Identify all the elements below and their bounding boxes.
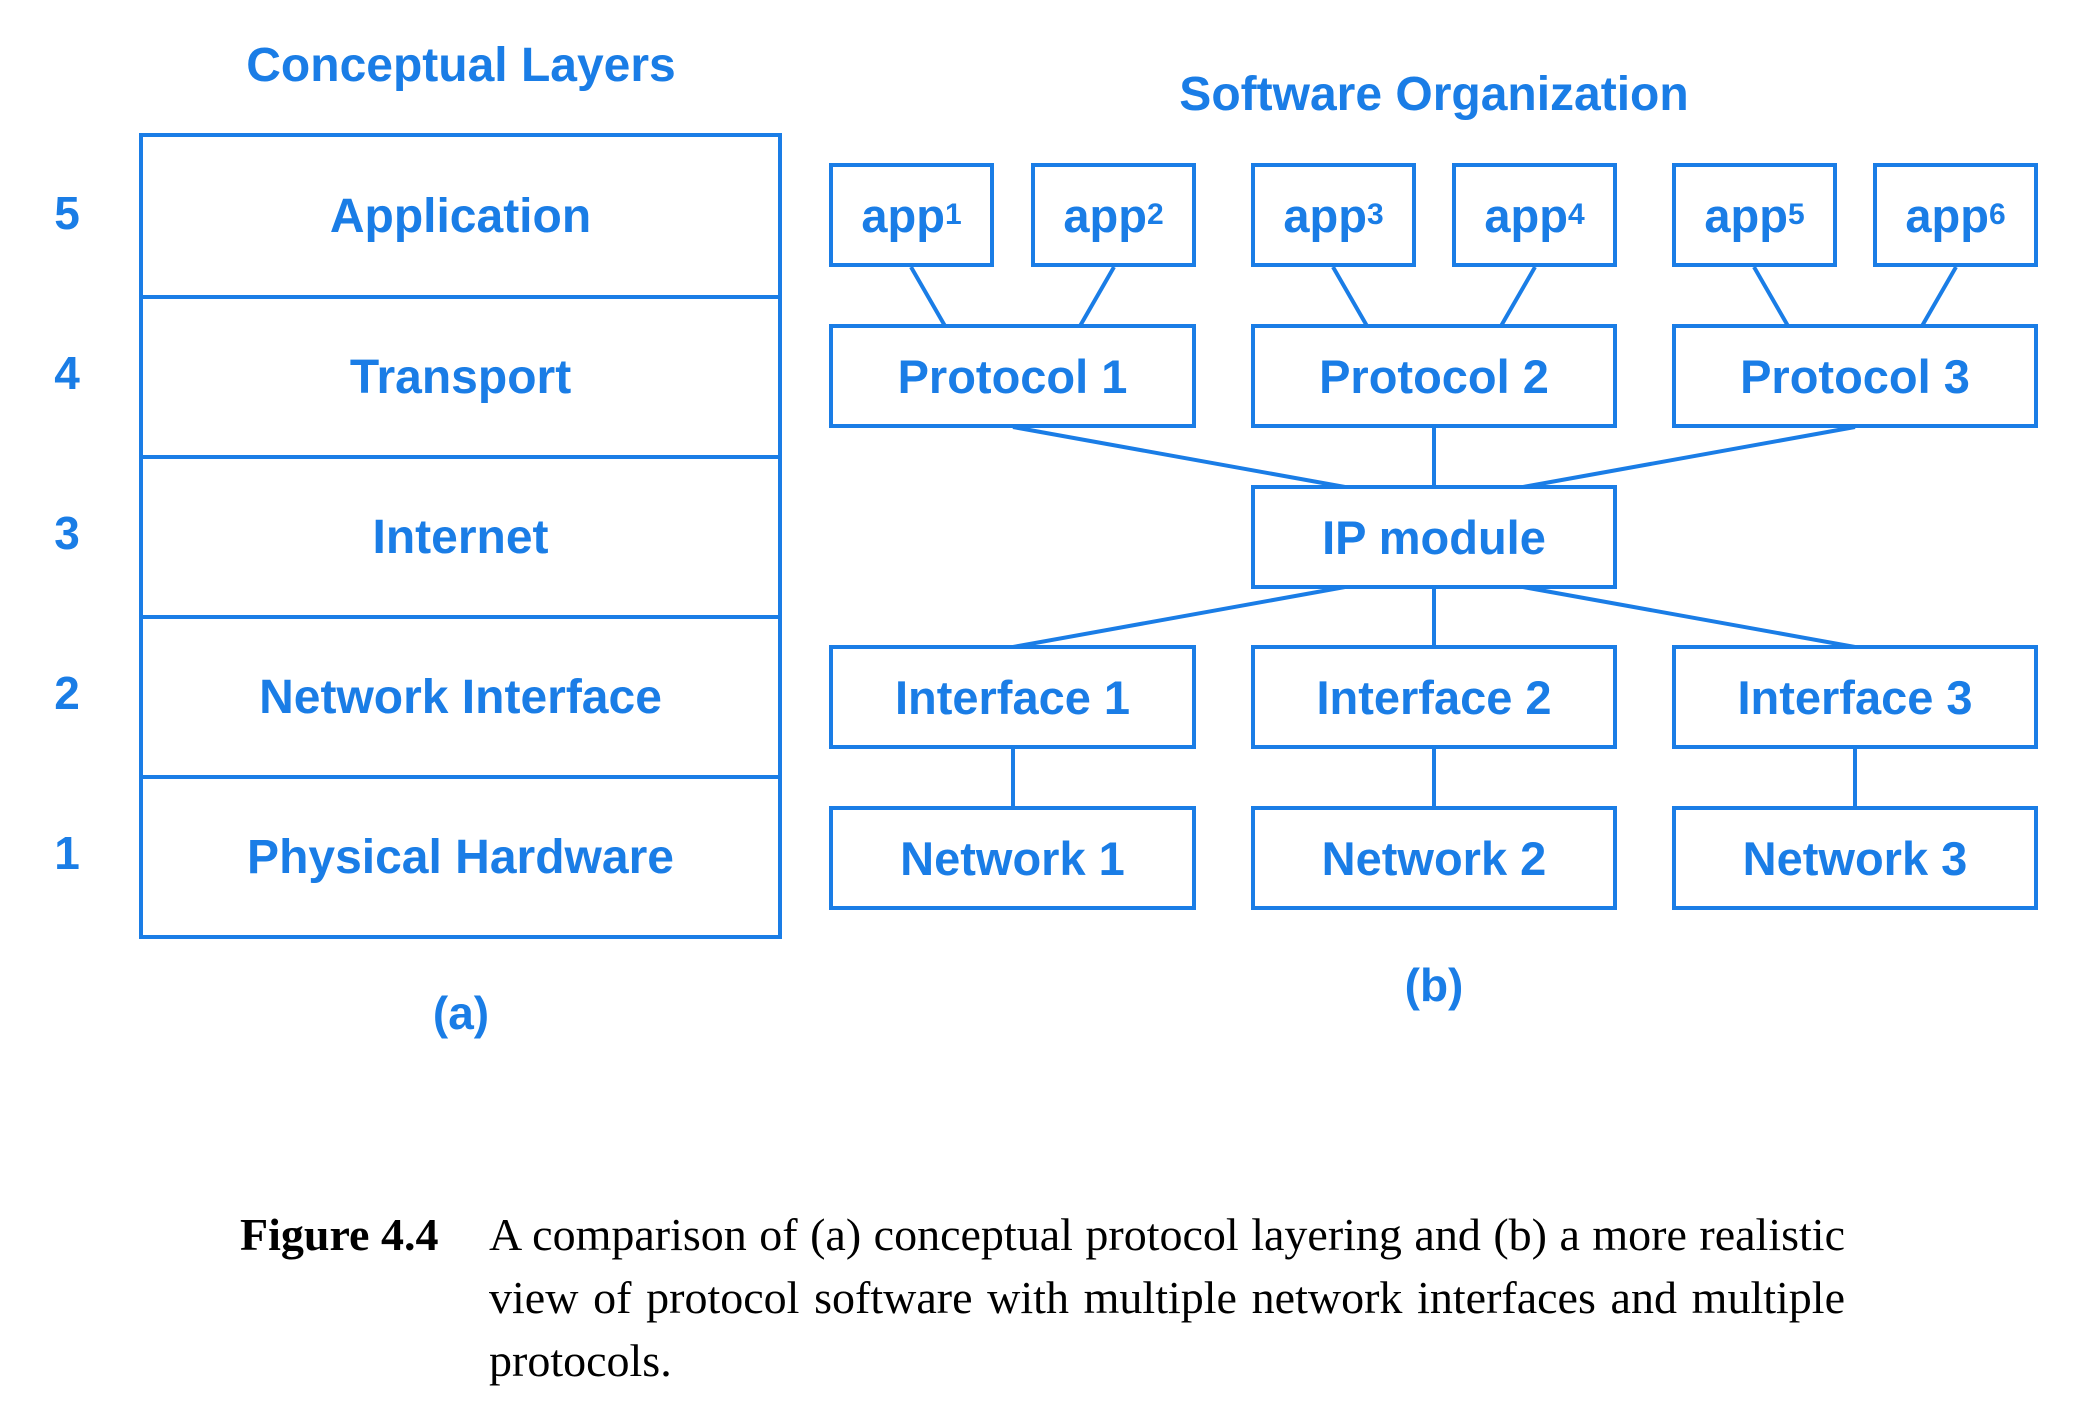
network-box-2: Network 2 bbox=[1251, 806, 1617, 910]
connector-app1-protocol1 bbox=[909, 266, 947, 327]
connector-app4-protocol2 bbox=[1499, 266, 1537, 327]
layer-network-interface: Network Interface bbox=[143, 615, 778, 775]
app-label: app bbox=[1283, 188, 1367, 242]
connector-app5-protocol3 bbox=[1752, 266, 1790, 327]
protocol-box-1: Protocol 1 bbox=[829, 324, 1196, 428]
layer-number: 1 bbox=[54, 827, 80, 879]
interface-box-2: Interface 2 bbox=[1251, 645, 1617, 749]
connector-ip-interface1 bbox=[1012, 585, 1346, 649]
interface-box-3: Interface 3 bbox=[1672, 645, 2038, 749]
caption-label: Figure 4.4 bbox=[240, 1209, 439, 1260]
interface-box-1: Interface 1 bbox=[829, 645, 1196, 749]
app-label: app bbox=[1484, 188, 1568, 242]
panel-label-b: (b) bbox=[1404, 959, 1464, 1011]
app-label: app bbox=[861, 188, 945, 242]
protocol-box-2: Protocol 2 bbox=[1251, 324, 1617, 428]
caption-text: A comparison of (a) conceptual protocol … bbox=[489, 1209, 1845, 1386]
conceptual-layers-title: Conceptual Layers bbox=[246, 39, 676, 92]
layer-number: 5 bbox=[54, 187, 80, 239]
app-label: app bbox=[1905, 188, 1989, 242]
connector-ip-interface3 bbox=[1522, 585, 1856, 649]
connector-app6-protocol3 bbox=[1920, 266, 1958, 327]
network-box-1: Network 1 bbox=[829, 806, 1196, 910]
figure-caption: Figure 4.4 A comparison of (a) conceptua… bbox=[240, 1203, 1845, 1392]
protocol-box-3: Protocol 3 bbox=[1672, 324, 2038, 428]
layer-physical-hardware: Physical Hardware bbox=[143, 775, 778, 935]
layer-internet: Internet bbox=[143, 455, 778, 615]
layer-number: 2 bbox=[54, 667, 80, 719]
layer-number: 4 bbox=[54, 347, 80, 399]
app-label: app bbox=[1063, 188, 1147, 242]
layer-application: Application bbox=[329, 189, 592, 243]
network-box-3: Network 3 bbox=[1672, 806, 2038, 910]
connector-app3-protocol2 bbox=[1331, 266, 1369, 327]
layer-transport: Transport bbox=[143, 295, 778, 455]
layer-number: 3 bbox=[54, 507, 80, 559]
connector-protocol1-ip bbox=[1012, 425, 1346, 489]
ip-module-box: IP module bbox=[1251, 485, 1617, 589]
panel-label-a: (a) bbox=[432, 987, 490, 1039]
software-organization-title: Software Organization bbox=[1179, 68, 1689, 121]
connector-protocol3-ip bbox=[1522, 425, 1856, 489]
app-label: app bbox=[1704, 188, 1788, 242]
layer-stack: Application Transport Internet Network I… bbox=[139, 133, 782, 939]
connector-app2-protocol1 bbox=[1078, 266, 1116, 327]
